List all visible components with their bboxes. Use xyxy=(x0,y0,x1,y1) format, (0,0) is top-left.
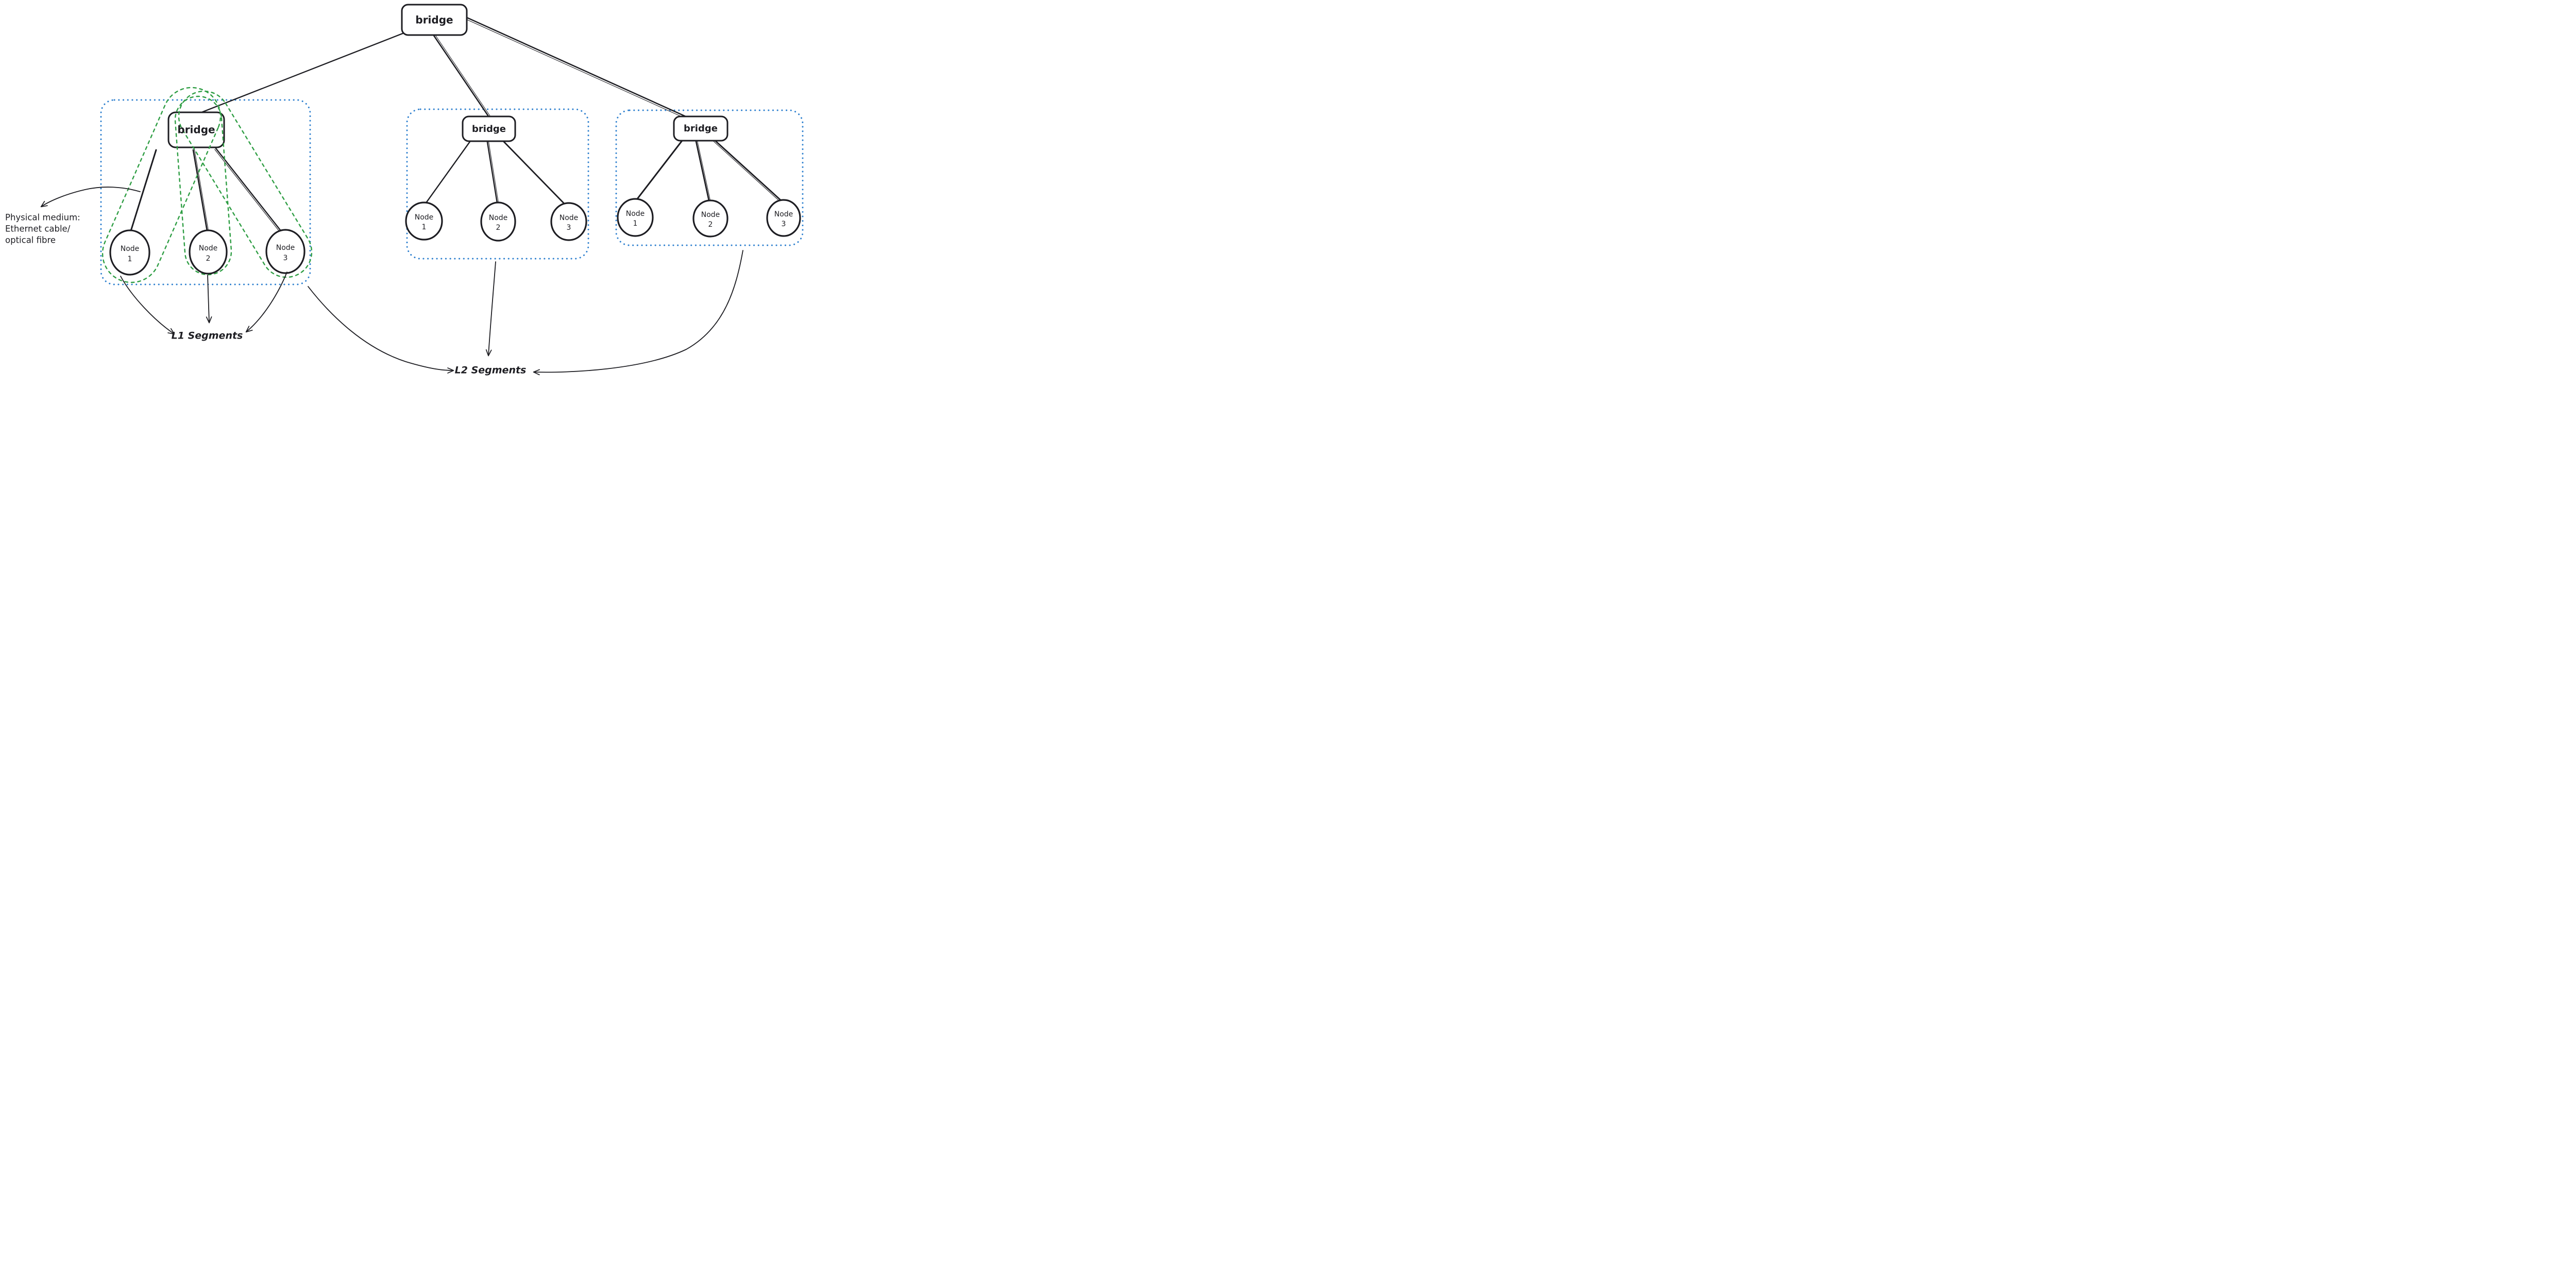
l2-segment-outline-right xyxy=(615,109,804,246)
right-node-1-circle xyxy=(617,198,654,237)
middle-node-1-number: 1 xyxy=(422,223,427,231)
right-bridge-node3-link xyxy=(714,139,782,201)
physical-medium-note-line3: optical fibre xyxy=(5,235,56,245)
root-bridge-label: bridge xyxy=(415,14,453,26)
middle-bridge-box xyxy=(462,115,516,142)
l2-segment-outline-left xyxy=(100,99,311,285)
middle-node-2-number: 2 xyxy=(496,224,501,232)
left-node-3-number: 3 xyxy=(283,254,288,262)
physical-medium-note-line1: Physical medium: xyxy=(5,213,80,223)
left-bridge-box xyxy=(167,111,225,148)
middle-node-3-number: 3 xyxy=(567,224,571,232)
link-root-to-right-bridge-echo xyxy=(466,19,686,119)
right-node-2-name: Node xyxy=(701,211,720,219)
middle-node-2-name: Node xyxy=(489,214,508,222)
link-root-to-right-bridge xyxy=(466,16,687,117)
link-root-to-middle-bridge xyxy=(433,35,490,118)
right-node-1-name: Node xyxy=(626,210,645,218)
network-bridges-diagram: bridge bridge Node 1 Node 2 Node 3 bridg… xyxy=(0,0,808,380)
right-node-3-number: 3 xyxy=(782,220,786,228)
root-bridge-box xyxy=(401,4,468,36)
l1-arrow-from-node1 xyxy=(120,276,175,335)
right-bridge-node2-link-echo xyxy=(697,141,710,200)
l1-segments-label: L1 Segments xyxy=(172,330,243,342)
link-root-to-middle-bridge-echo xyxy=(435,35,490,116)
right-bridge-node1-link-echo xyxy=(637,140,684,199)
left-bridge-node3-link-echo xyxy=(214,149,281,233)
middle-bridge-label: bridge xyxy=(472,124,506,134)
l1-arrow-from-node2 xyxy=(206,275,212,324)
right-bridge-node2-link xyxy=(695,140,710,201)
left-node-3-circle xyxy=(265,229,306,274)
left-node-2-name: Node xyxy=(199,244,218,252)
left-node-1-name: Node xyxy=(121,245,140,253)
right-node-3-name: Node xyxy=(774,210,793,218)
middle-node-1-name: Node xyxy=(415,213,434,222)
link-root-to-left-bridge xyxy=(198,32,405,114)
l2-arrow-from-left-group xyxy=(308,286,454,374)
left-node-1-circle xyxy=(109,229,150,276)
l1-segment-capsule-node2 xyxy=(174,95,232,276)
diagram-canvas: bridge bridge Node 1 Node 2 Node 3 bridg… xyxy=(5,4,804,376)
middle-node-3-name: Node xyxy=(560,214,579,222)
l1-segment-capsule-node1 xyxy=(101,87,222,283)
l2-segment-outline-middle xyxy=(406,108,589,260)
right-node-1-number: 1 xyxy=(633,220,638,228)
left-node-1-number: 1 xyxy=(128,255,132,263)
middle-bridge-node3-link xyxy=(502,140,565,204)
l2-segments-label: L2 Segments xyxy=(455,365,527,376)
left-bridge-node3-link xyxy=(215,147,282,232)
left-node-2-number: 2 xyxy=(206,255,211,263)
l2-arrow-from-middle-group xyxy=(485,261,496,357)
l2-arrow-from-right-group xyxy=(533,250,743,376)
left-bridge-label: bridge xyxy=(177,124,215,136)
right-node-2-circle xyxy=(692,199,728,238)
right-bridge-box xyxy=(673,115,728,142)
middle-node-3-circle xyxy=(550,202,587,241)
middle-node-2-circle xyxy=(480,201,516,242)
physical-medium-arrow xyxy=(40,187,141,208)
middle-bridge-node2-link xyxy=(486,141,498,204)
right-bridge-label: bridge xyxy=(684,123,718,134)
l1-segment-capsule-node3 xyxy=(178,90,313,278)
right-bridge-node3-link-echo xyxy=(713,141,781,202)
left-bridge-node2-link-echo xyxy=(194,149,209,231)
middle-bridge-node2-link-echo xyxy=(488,142,499,203)
left-bridge-node1-link xyxy=(130,149,157,232)
left-node-3-name: Node xyxy=(276,244,295,252)
left-bridge-node2-link xyxy=(192,149,208,232)
physical-medium-note-line2: Ethernet cable/ xyxy=(5,224,71,234)
middle-node-1-circle xyxy=(405,201,443,241)
middle-bridge-node1-link xyxy=(425,141,471,205)
right-node-3-circle xyxy=(766,199,801,237)
l1-arrow-from-node3 xyxy=(245,272,287,333)
right-node-2-number: 2 xyxy=(708,221,713,229)
left-node-2-circle xyxy=(189,229,228,275)
right-bridge-node1-link xyxy=(636,140,683,200)
